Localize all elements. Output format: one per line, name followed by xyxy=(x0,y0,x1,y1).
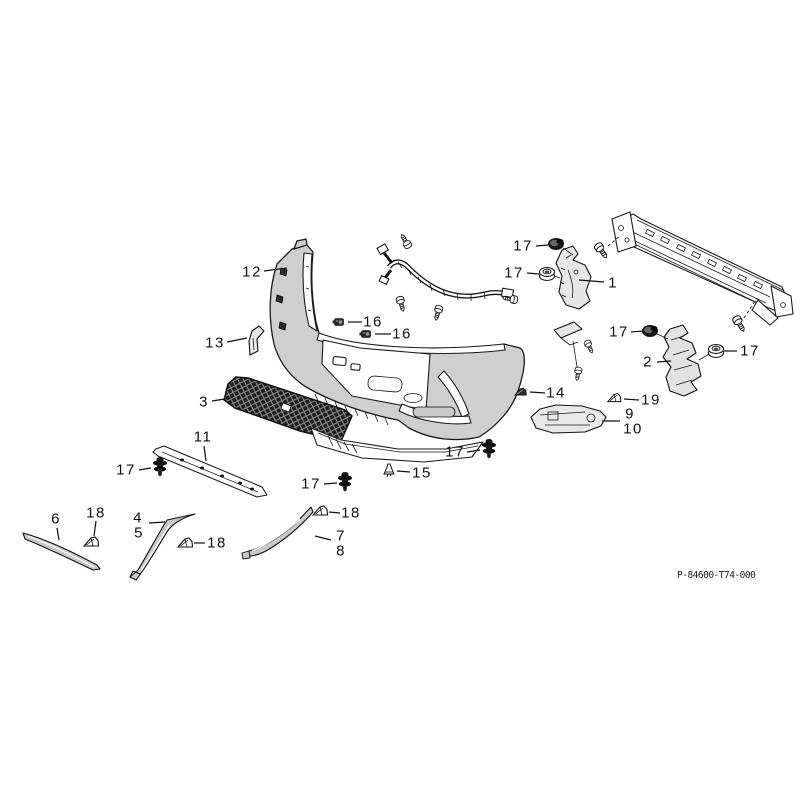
clip-17-icon xyxy=(538,266,556,282)
callout-16: 16 xyxy=(363,313,383,331)
trim-7-8 xyxy=(241,506,314,560)
leader-line xyxy=(623,398,640,401)
clip-17-icon xyxy=(153,457,167,477)
callout-17: 17 xyxy=(504,264,524,282)
callout-2: 2 xyxy=(643,353,653,371)
harness-screw-icon xyxy=(431,304,444,322)
callout-5: 5 xyxy=(134,524,144,542)
callout-13: 13 xyxy=(205,334,225,352)
callout-1: 1 xyxy=(608,274,618,292)
clip-16-icon xyxy=(359,330,371,338)
callout-15: 15 xyxy=(412,464,432,482)
lower-garnish-strip xyxy=(152,445,268,498)
bumper-face xyxy=(269,238,525,441)
callout-14: 14 xyxy=(546,384,566,402)
callout-10: 10 xyxy=(623,420,643,438)
stay-screw-icon xyxy=(583,338,596,355)
callout-18: 18 xyxy=(207,534,227,552)
screw-15-icon xyxy=(383,463,395,478)
trim-6 xyxy=(22,532,101,571)
clip-17-icon xyxy=(482,439,496,459)
leader-line xyxy=(93,520,97,537)
callout-3: 3 xyxy=(199,393,209,411)
leader-line xyxy=(148,521,166,524)
leader-line xyxy=(323,482,338,485)
bracket-1 xyxy=(553,245,592,310)
leader-line xyxy=(211,397,232,402)
beam-bolt-icon xyxy=(731,313,748,334)
callout-4: 4 xyxy=(133,509,143,527)
leader-line xyxy=(535,244,549,247)
callout-12: 12 xyxy=(242,263,262,281)
stay-screw-icon xyxy=(573,366,583,382)
bumper-beam xyxy=(592,211,794,334)
harness-screw-icon xyxy=(398,232,414,251)
callout-17: 17 xyxy=(740,342,760,360)
leader-line xyxy=(578,279,605,283)
bracket-9-10 xyxy=(530,404,607,434)
callout-8: 8 xyxy=(336,542,346,560)
leader-line xyxy=(529,391,546,394)
clip-18-icon xyxy=(177,537,194,548)
leader-lines-layer xyxy=(56,244,737,544)
lower-extension xyxy=(310,427,484,463)
callout-18: 18 xyxy=(341,504,361,522)
leader-line xyxy=(226,337,248,343)
harness-screw-icon xyxy=(395,295,408,313)
clip-18-icon xyxy=(312,505,329,516)
callout-17: 17 xyxy=(301,475,321,493)
callout-17: 17 xyxy=(513,237,533,255)
callout-7: 7 xyxy=(336,527,346,545)
clip-17-icon xyxy=(707,343,725,359)
leader-line xyxy=(314,535,332,541)
leader-line xyxy=(56,527,60,541)
clip-16-icon xyxy=(332,318,344,326)
clip-17-icon xyxy=(338,472,352,492)
leader-line xyxy=(466,449,481,453)
bracket-13 xyxy=(248,325,265,356)
callout-17: 17 xyxy=(609,323,629,341)
trim-4-5 xyxy=(129,513,196,581)
clip-17-icon xyxy=(548,238,564,250)
callout-17: 17 xyxy=(445,443,465,461)
leader-line xyxy=(263,267,288,272)
bracket-2 xyxy=(656,324,710,397)
leader-line xyxy=(328,511,341,514)
callout-11: 11 xyxy=(193,428,213,446)
leader-line xyxy=(630,330,644,333)
callout-6: 6 xyxy=(51,510,61,528)
leader-line xyxy=(656,360,672,363)
wire-harness xyxy=(376,232,519,322)
leader-line xyxy=(396,470,411,473)
part-code: P-84600-T74-000 xyxy=(677,570,756,581)
leader-line xyxy=(138,467,152,471)
callout-18: 18 xyxy=(86,504,106,522)
clip-18-icon xyxy=(83,536,100,547)
callout-16: 16 xyxy=(392,325,412,343)
beam-bolt-icon xyxy=(592,241,611,261)
leader-line xyxy=(526,272,540,275)
callout-9: 9 xyxy=(625,405,635,423)
callout-19: 19 xyxy=(641,391,661,409)
clip-17-icon xyxy=(642,325,658,337)
leader-line xyxy=(203,445,207,462)
clip-19-icon xyxy=(607,393,622,403)
small-stay xyxy=(553,321,596,382)
callout-17: 17 xyxy=(116,461,136,479)
